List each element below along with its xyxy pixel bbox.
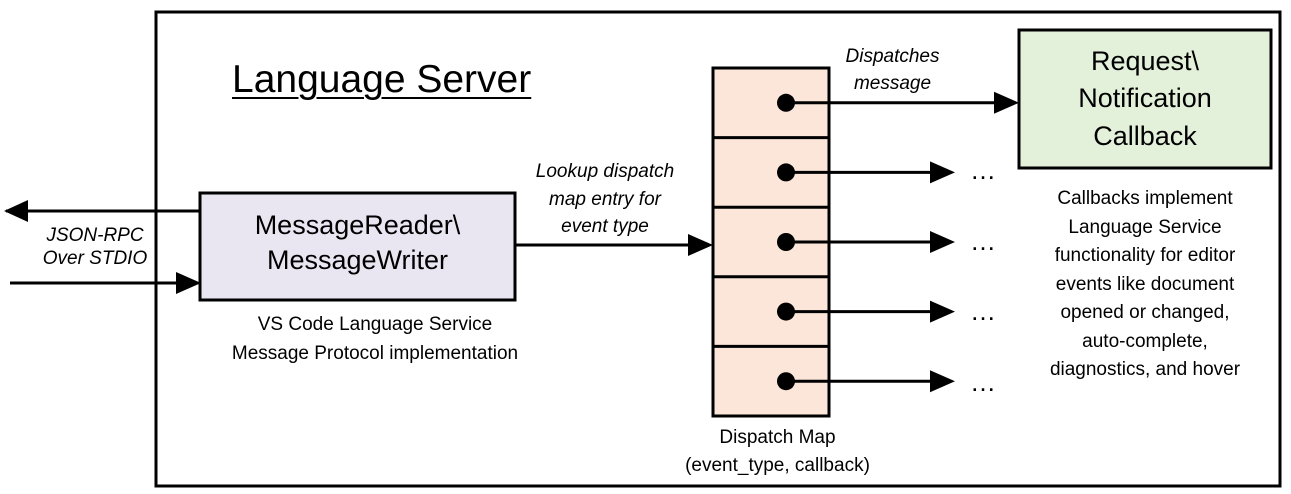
language-server-boundary xyxy=(154,10,1282,488)
lookup-label: Lookup dispatch map entry for event type xyxy=(535,161,675,238)
request-notification-callback-box xyxy=(1017,28,1273,170)
arrowhead xyxy=(930,300,955,323)
protocol-caption: VS Code Language Service Message Protoco… xyxy=(231,314,519,364)
ellipsis: … xyxy=(970,296,996,326)
message-reader-writer-box xyxy=(198,191,517,302)
arrowhead xyxy=(930,370,955,393)
arrowhead xyxy=(930,231,955,253)
arrowhead xyxy=(994,91,1019,114)
message-reader-writer-label: MessageReader\ MessageWriter xyxy=(254,210,461,276)
callback-label: Request\ Notification Callback xyxy=(1078,46,1212,151)
ellipsis: … xyxy=(970,367,996,397)
language-server-title: Language Server xyxy=(232,58,532,101)
arrowhead xyxy=(930,161,955,184)
callbacks-note: Callbacks implement Language Service fun… xyxy=(1049,188,1241,380)
json-rpc-out-arrowhead xyxy=(4,200,28,222)
lookup-arrowhead xyxy=(688,234,713,256)
ellipsis: … xyxy=(970,226,996,256)
dispatch-map xyxy=(711,66,1019,418)
json-rpc-in-arrowhead xyxy=(176,272,201,294)
json-rpc-label: JSON-RPC Over STDIO xyxy=(42,225,148,270)
ellipsis: … xyxy=(970,155,996,185)
dispatch-map-caption: Dispatch Map (event_type, callback) xyxy=(685,427,870,476)
dispatches-label: Dispatches message xyxy=(845,46,940,94)
